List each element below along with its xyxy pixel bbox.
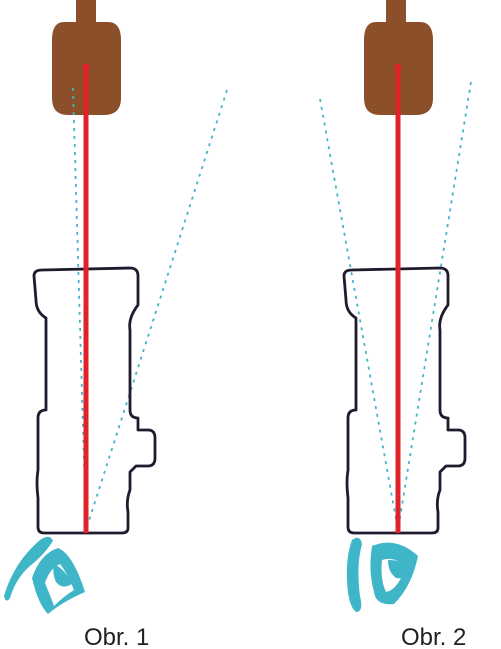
sight-line xyxy=(319,98,399,531)
figure-caption: Obr. 1 xyxy=(84,624,149,649)
figure-obr2: Obr. 2 xyxy=(319,0,472,649)
eye-iris xyxy=(53,564,72,587)
sight-line xyxy=(397,81,472,531)
laser-dot xyxy=(394,63,402,71)
device-outline xyxy=(342,266,467,535)
target-post xyxy=(386,0,406,22)
eye-lid xyxy=(32,548,85,614)
figure-caption: Obr. 2 xyxy=(401,624,466,649)
eyebrow xyxy=(4,536,53,601)
eye-icon xyxy=(4,536,85,614)
target-post xyxy=(76,0,96,22)
eye-iris xyxy=(388,560,412,579)
sight-lines xyxy=(319,81,472,531)
sight-line xyxy=(85,89,228,531)
eyebrow xyxy=(346,537,362,612)
sight-lines xyxy=(72,87,228,531)
device-outline xyxy=(32,266,157,535)
figure-obr1: Obr. 1 xyxy=(4,0,228,649)
eye-icon xyxy=(346,537,418,612)
eye-lid xyxy=(370,542,418,605)
laser-dot xyxy=(82,63,90,71)
